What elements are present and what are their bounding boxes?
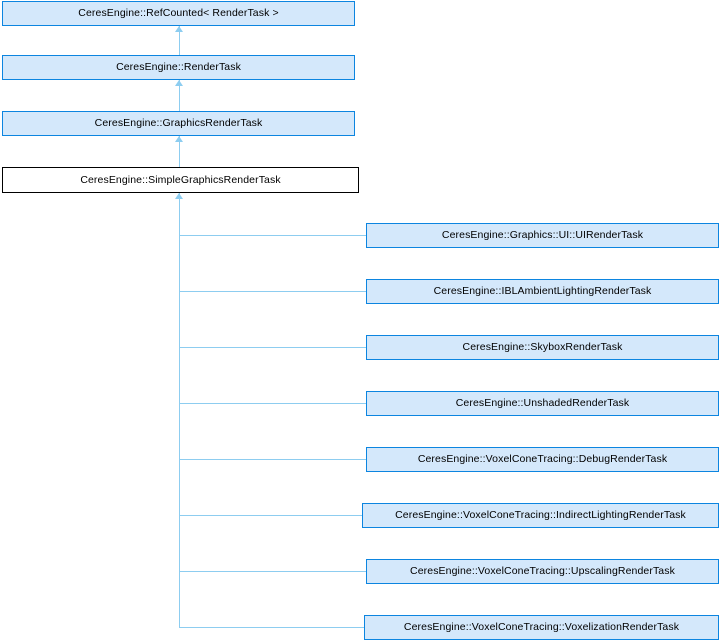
arrow-to-graphicsrendertask [175, 136, 183, 142]
class-node-label: CeresEngine::VoxelConeTracing::IndirectL… [395, 509, 686, 522]
inheritance-trunk-line [179, 193, 180, 627]
class-node-unshadedrendertask[interactable]: CeresEngine::UnshadedRenderTask [366, 391, 719, 416]
class-node-rendertask[interactable]: CeresEngine::RenderTask [2, 55, 355, 80]
arrow-to-simplegraphicsrendertask [175, 193, 183, 199]
class-node-label: CeresEngine::VoxelConeTracing::DebugRend… [417, 453, 668, 466]
branch-vct-upscalingrendertask [179, 571, 366, 572]
class-node-graphicsrendertask[interactable]: CeresEngine::GraphicsRenderTask [2, 111, 355, 136]
class-node-label: CeresEngine::IBLAmbientLightingRenderTas… [433, 285, 652, 298]
edge-refcounted-rendertask [179, 26, 180, 55]
branch-skyboxrendertask [179, 347, 366, 348]
class-node-iblambientlightingrendertask[interactable]: CeresEngine::IBLAmbientLightingRenderTas… [366, 279, 719, 304]
class-node-uirendertask[interactable]: CeresEngine::Graphics::UI::UIRenderTask [366, 223, 719, 248]
class-node-label: CeresEngine::UnshadedRenderTask [455, 397, 630, 410]
class-node-label: CeresEngine::SkyboxRenderTask [462, 341, 623, 354]
branch-vct-debugrendertask [179, 459, 366, 460]
class-node-label: CeresEngine::VoxelConeTracing::Upscaling… [410, 565, 675, 578]
class-node-label: CeresEngine::GraphicsRenderTask [94, 117, 263, 130]
class-node-vct-debugrendertask[interactable]: CeresEngine::VoxelConeTracing::DebugRend… [366, 447, 719, 472]
branch-vct-indirectlightingrendertask [179, 515, 362, 516]
class-node-vct-indirectlightingrendertask[interactable]: CeresEngine::VoxelConeTracing::IndirectL… [362, 503, 719, 528]
class-node-skyboxrendertask[interactable]: CeresEngine::SkyboxRenderTask [366, 335, 719, 360]
branch-uirendertask [179, 235, 366, 236]
class-node-vct-voxelizationrendertask[interactable]: CeresEngine::VoxelConeTracing::Voxelizat… [364, 615, 719, 640]
class-node-simplegraphicsrendertask[interactable]: CeresEngine::SimpleGraphicsRenderTask [2, 167, 359, 193]
arrow-to-rendertask [175, 80, 183, 86]
branch-vct-voxelizationrendertask [179, 627, 364, 628]
class-node-refcounted[interactable]: CeresEngine::RefCounted< RenderTask > [2, 1, 355, 26]
edge-rendertask-graphicsrendertask [179, 80, 180, 111]
class-node-label: CeresEngine::RefCounted< RenderTask > [78, 7, 279, 20]
branch-unshadedrendertask [179, 403, 366, 404]
class-node-label: CeresEngine::SimpleGraphicsRenderTask [80, 173, 281, 186]
arrow-to-refcounted [175, 26, 183, 32]
class-node-vct-upscalingrendertask[interactable]: CeresEngine::VoxelConeTracing::Upscaling… [366, 559, 719, 584]
class-node-label: CeresEngine::VoxelConeTracing::Voxelizat… [403, 621, 680, 634]
class-node-label: CeresEngine::Graphics::UI::UIRenderTask [441, 229, 644, 242]
edge-graphicsrendertask-simplegraphics [179, 136, 180, 167]
class-node-label: CeresEngine::RenderTask [116, 61, 241, 74]
branch-iblambientlightingrendertask [179, 291, 366, 292]
